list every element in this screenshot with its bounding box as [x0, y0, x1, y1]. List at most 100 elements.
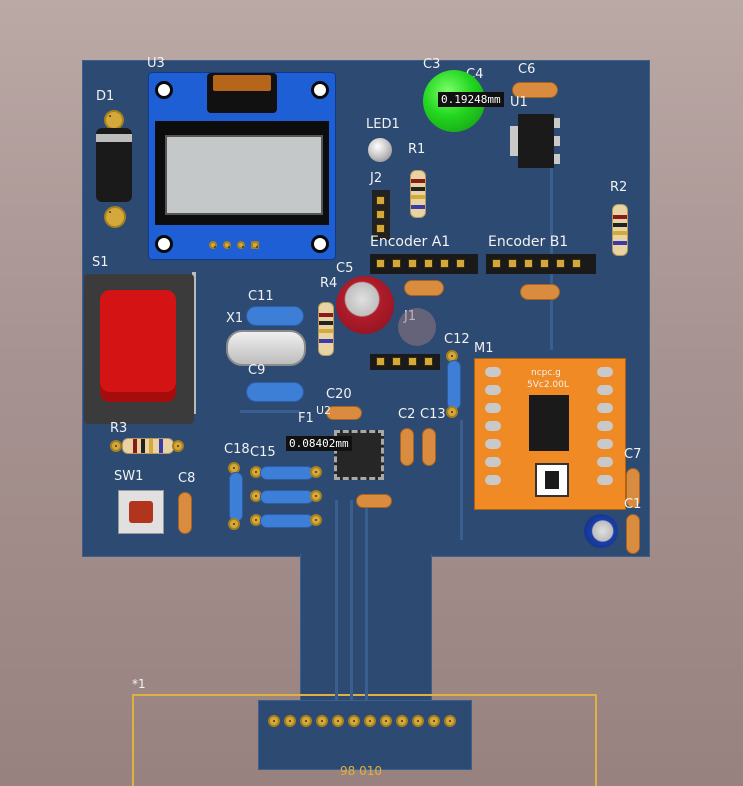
- capacitor-c6: [512, 82, 558, 98]
- oled-screen: [165, 135, 323, 215]
- c9-label: C9: [248, 363, 266, 378]
- oled-screen-frame: [155, 121, 329, 225]
- pushbutton-sw1[interactable]: [118, 490, 164, 534]
- mount-hole: [311, 81, 329, 99]
- led1: [368, 138, 392, 162]
- d1-label: D1: [96, 89, 115, 104]
- switch-s1-rocker[interactable]: [100, 290, 176, 402]
- crystal-x1: [226, 330, 306, 366]
- c7-label: C7: [624, 447, 642, 462]
- electrolytic-capacitor: [584, 514, 618, 548]
- cap-pad: [310, 490, 322, 502]
- trace: [350, 500, 353, 700]
- capacitor-c13: [422, 428, 436, 466]
- capacitor-c9: [246, 382, 304, 402]
- resistor-r2: [612, 204, 628, 256]
- led1-label: LED1: [366, 117, 400, 132]
- m1-diode: [535, 463, 569, 497]
- m1-label: M1: [474, 341, 494, 356]
- r3-label: R3: [110, 421, 128, 436]
- star1-label: *1: [132, 677, 146, 691]
- c12-pad: [446, 350, 458, 362]
- c18-pad: [228, 518, 240, 530]
- mount-hole: [311, 235, 329, 253]
- r3-pad: [172, 440, 184, 452]
- trace: [335, 500, 338, 700]
- m1-text2: 5Vc2.00L: [527, 380, 569, 390]
- resistor-r4: [318, 302, 334, 356]
- cap-pad: [310, 514, 322, 526]
- capacitor-c12: [447, 360, 461, 410]
- encoder-a-header: [370, 254, 478, 274]
- u2-label: U2: [316, 404, 332, 417]
- capacitor-smd: [260, 514, 314, 528]
- edge-pad: [412, 715, 424, 727]
- u3-label: U3: [147, 56, 165, 71]
- c3-label: C3: [423, 57, 441, 72]
- encoder-b-label: Encoder B1: [488, 234, 569, 250]
- switch-s1-outline: [192, 272, 196, 414]
- edge-connector: [268, 715, 468, 731]
- c6-label: C6: [518, 62, 536, 77]
- resistor-r1: [410, 170, 426, 218]
- capacitor-smd: [356, 494, 392, 508]
- oled-pin: [237, 241, 245, 249]
- c4-measurement: 0.19248mm: [438, 92, 504, 107]
- capacitor-c15: [260, 466, 314, 480]
- edge-pad: [284, 715, 296, 727]
- trace: [365, 500, 368, 700]
- switch-s1-body: [84, 274, 194, 424]
- edge-pad: [428, 715, 440, 727]
- trace: [550, 150, 553, 350]
- capacitor-c5: [336, 276, 394, 334]
- d1-pad: [104, 206, 126, 228]
- c15-label: C15: [250, 445, 276, 460]
- capacitor-c7: [626, 468, 640, 508]
- oled-pin: [209, 241, 217, 249]
- encoder-a-label: Encoder A1: [370, 234, 451, 250]
- m1-ic: [529, 395, 569, 451]
- oled-display-module: [148, 72, 336, 260]
- m1-text1: ncpc.g: [531, 368, 561, 378]
- s1-label: S1: [92, 255, 109, 270]
- capacitor-smd: [404, 280, 444, 296]
- r4-label: R4: [320, 276, 338, 291]
- capacitor-c2: [400, 428, 414, 466]
- sw1-label: SW1: [114, 469, 144, 484]
- d1-pad: [104, 110, 124, 130]
- regulator-u1: [510, 114, 560, 168]
- oled-pin: [251, 241, 259, 249]
- f1-label: F1: [298, 411, 314, 426]
- r3-pad: [110, 440, 122, 452]
- capacitor-c1: [626, 514, 640, 554]
- m1-pins-right: [597, 367, 613, 503]
- edge-pad: [332, 715, 344, 727]
- cap-pad: [310, 466, 322, 478]
- oled-header-connector: [207, 73, 277, 113]
- encoder-b-header: [486, 254, 596, 274]
- c12-label: C12: [444, 332, 470, 347]
- f1-measurement: 0.08402mm: [286, 436, 352, 451]
- edge-pad: [444, 715, 456, 727]
- c12-pad: [446, 406, 458, 418]
- capacitor-c20: [326, 406, 362, 420]
- edge-pad: [268, 715, 280, 727]
- jumper-j2: [372, 190, 390, 240]
- edge-pad: [380, 715, 392, 727]
- bottom-silk-text: 98 010: [340, 764, 382, 778]
- resistor-r3: [122, 438, 174, 454]
- edge-pad: [396, 715, 408, 727]
- m1-pins-left: [485, 367, 501, 503]
- c8-label: C8: [178, 471, 196, 486]
- capacitor-c11: [246, 306, 304, 326]
- c1-label: C1: [624, 497, 642, 512]
- c11-label: C11: [248, 289, 274, 304]
- trace: [460, 420, 463, 540]
- r2-label: R2: [610, 180, 628, 195]
- u1-label: U1: [510, 95, 528, 110]
- j2-label: J2: [370, 171, 383, 186]
- edge-pad: [300, 715, 312, 727]
- keepout-outline: [132, 694, 597, 786]
- capacitor-smd: [260, 490, 314, 504]
- motor-driver-m1: ncpc.g 5Vc2.00L: [474, 358, 626, 510]
